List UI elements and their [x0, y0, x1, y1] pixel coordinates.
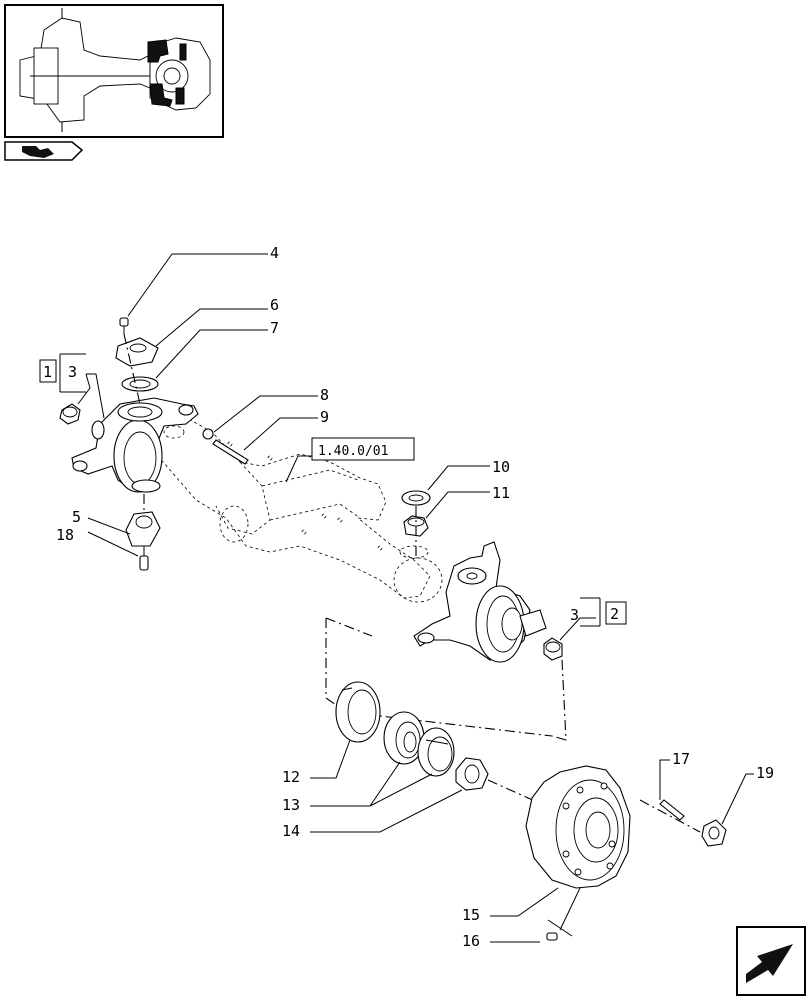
plug-8: [202, 428, 214, 440]
pin-9: [212, 439, 249, 465]
callout-7: 7: [270, 319, 279, 337]
callout-3-left: 3: [68, 363, 77, 381]
next-page-arrow-icon[interactable]: [736, 926, 806, 996]
callout-12: 12: [282, 768, 300, 786]
callout-9: 9: [320, 408, 329, 426]
callout-6: 6: [270, 296, 279, 314]
callout-box-2: [605, 601, 627, 625]
callout-bracket-3-right: [580, 597, 601, 627]
grease-nipple-18: [139, 546, 149, 571]
shim-7: [121, 376, 159, 392]
callout-8: 8: [320, 386, 329, 404]
nut-14: [455, 757, 489, 791]
callout-18: 18: [56, 526, 74, 544]
dowel-16: [546, 932, 558, 941]
callout-11: 11: [492, 484, 510, 502]
axle-housing: [149, 411, 443, 603]
stud-17: [659, 799, 685, 821]
bearing-13-b: [417, 727, 455, 777]
callout-19: 19: [756, 764, 774, 782]
callout-16: 16: [462, 932, 480, 950]
callout-2: 2: [610, 605, 619, 623]
callout-17: 17: [672, 750, 690, 768]
wheel-hub-15: [525, 765, 631, 889]
reference-box: [311, 437, 415, 461]
reference-label[interactable]: 1.40.0/01: [318, 444, 388, 459]
right-steering-knuckle: [413, 541, 547, 663]
callout-13: 13: [282, 796, 300, 814]
callout-box-1: [39, 359, 57, 383]
callout-bracket-3-left: [59, 353, 86, 393]
wheel-nut-19: [701, 819, 727, 847]
right-bushing-3: [543, 637, 563, 661]
axle-section-icon[interactable]: [4, 141, 84, 161]
grease-nipple-4: [119, 317, 129, 334]
callout-10: 10: [492, 458, 510, 476]
callout-15: 15: [462, 906, 480, 924]
callout-14: 14: [282, 822, 300, 840]
bearing-13-a: [383, 711, 425, 765]
left-bushing-3: [59, 403, 81, 425]
callout-3-right: 3: [570, 606, 579, 624]
callout-5: 5: [72, 508, 81, 526]
left-steering-knuckle: [71, 397, 199, 493]
callout-4: 4: [270, 244, 279, 262]
lower-cap-5: [125, 511, 161, 547]
king-pin-cap-6: [115, 337, 159, 367]
leader-lines: [77, 253, 754, 943]
seal-12: [335, 681, 381, 743]
axle-overview-thumbnail[interactable]: [4, 4, 224, 138]
ring-10: [401, 490, 431, 506]
callout-1: 1: [43, 363, 52, 381]
